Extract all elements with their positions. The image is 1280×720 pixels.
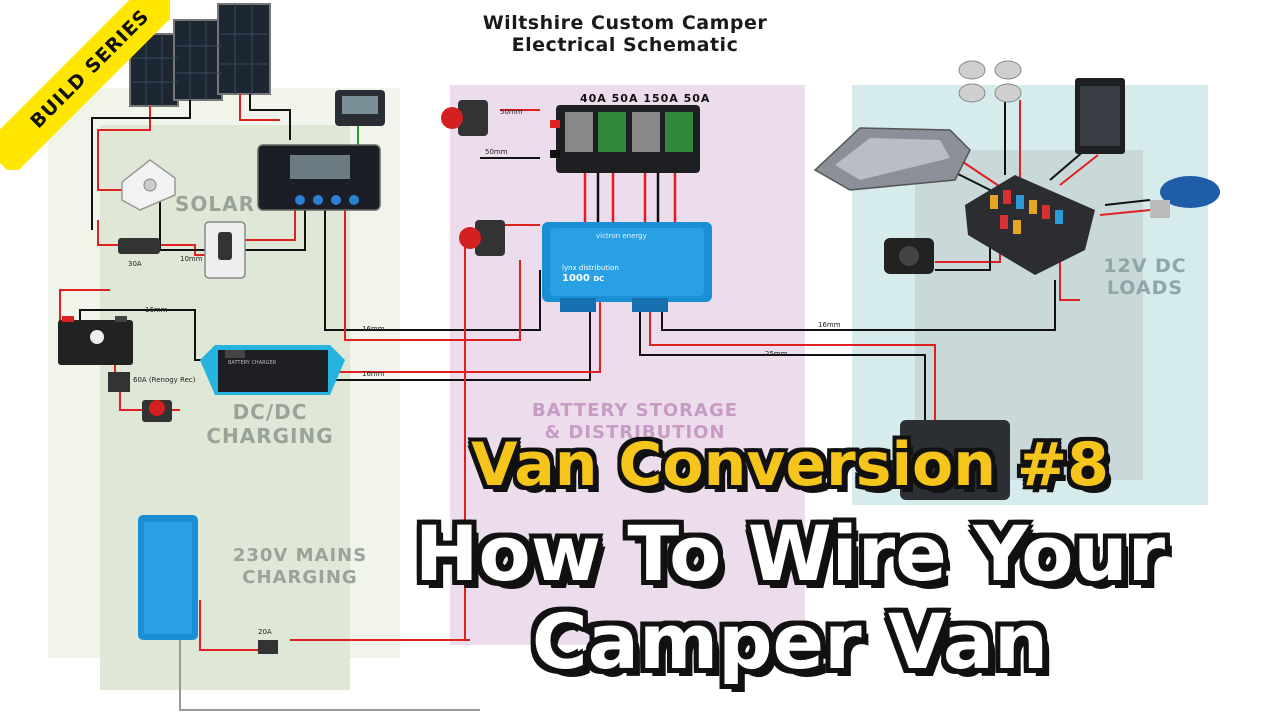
zone-label-solar: SOLAR [174, 192, 256, 216]
zone-label-loads: 12V DC LOADS [1090, 255, 1200, 299]
storage-zone [450, 85, 805, 645]
dc-fuse-box [965, 175, 1095, 275]
fuse-holder-block [550, 105, 700, 173]
schematic-title: Wiltshire Custom Camper Electrical Schem… [440, 12, 810, 56]
dcdc-charger [200, 345, 345, 395]
wire-label-16mm-c: 16mm [362, 370, 385, 378]
zone-label-dcdc-2: CHARGING [206, 424, 334, 448]
headline-episode: Van Conversion #8 [471, 430, 1109, 500]
wire-label-50mm-b: 50mm [485, 148, 508, 156]
wire-label-50mm-a: 50mm [500, 108, 523, 116]
zone-label-storage-1: BATTERY STORAGE [531, 400, 739, 421]
charger-label: BATTERY CHARGER [228, 360, 277, 366]
victron-logo-text: victron energy [596, 232, 647, 240]
wire-label-25mm: 25mm [765, 350, 788, 358]
led-lights [958, 60, 1022, 103]
wire-label-16mm-b: 16mm [362, 325, 385, 333]
starter-battery [58, 316, 133, 365]
solar-isolator [204, 221, 246, 279]
fuse-60a [108, 372, 130, 392]
secondary-battery-switch [459, 220, 505, 256]
lynx-label: lynx distribution [562, 264, 619, 272]
wire-label-10mm: 10mm [180, 255, 203, 263]
zone-label-storage: BATTERY STORAGE & DISTRIBUTION [500, 400, 770, 444]
wire-label-16mm-a: 16mm [145, 306, 168, 314]
zone-label-storage-2: & DISTRIBUTION [544, 422, 726, 443]
solar-gland-box [121, 159, 176, 211]
zone-label-mains: 230V MAINS CHARGING [210, 545, 390, 589]
lynx-rating: 1000 DC [562, 273, 604, 284]
usb-12v-socket [884, 238, 934, 274]
title-line-1: Wiltshire Custom Camper [482, 12, 768, 34]
zone-label-mains-2: CHARGING [242, 567, 358, 588]
fuse-label-30a: 30A [128, 260, 142, 268]
water-pump [1150, 176, 1220, 218]
mains-charger [138, 515, 198, 640]
zone-label-loads-1: 12V DC [1103, 255, 1187, 277]
wire-label-16mm-d: 16mm [818, 321, 841, 329]
fuse-label-60a: 60A (Renogy Rec) [133, 376, 196, 384]
zone-label-loads-2: LOADS [1106, 277, 1184, 299]
lynx-distributor [542, 222, 712, 312]
battery-monitor [335, 90, 385, 126]
roof-fan [813, 127, 971, 191]
fuse-ratings-label: 40A 50A 150A 50A [580, 92, 711, 105]
lynx-rating-value: 1000 [562, 273, 590, 284]
lynx-rating-unit: DC [593, 275, 605, 283]
solar-charge-controller [257, 144, 381, 211]
dcdc-battery-switch [142, 400, 172, 422]
title-line-2: Electrical Schematic [511, 34, 739, 56]
fuse-30a [118, 238, 160, 254]
leisure-battery [900, 420, 1010, 500]
zone-label-dcdc: DC/DC CHARGING [200, 400, 340, 448]
headline-line-3: Camper Van [531, 597, 1049, 686]
zone-label-mains-1: 230V MAINS [232, 545, 368, 566]
headline-line-2: How To Wire Your [414, 509, 1166, 598]
banner-text: BUILD SERIES [0, 0, 170, 170]
main-battery-switch [441, 100, 488, 136]
fridge [1075, 78, 1125, 154]
build-series-banner: BUILD SERIES [0, 0, 170, 170]
fuse-label-20a: 20A [258, 628, 272, 636]
zone-label-dcdc-1: DC/DC [232, 400, 308, 424]
solar-panels [129, 3, 271, 107]
headline-main: How To Wire Your Camper Van [380, 510, 1200, 686]
fuse-20a [258, 640, 278, 654]
